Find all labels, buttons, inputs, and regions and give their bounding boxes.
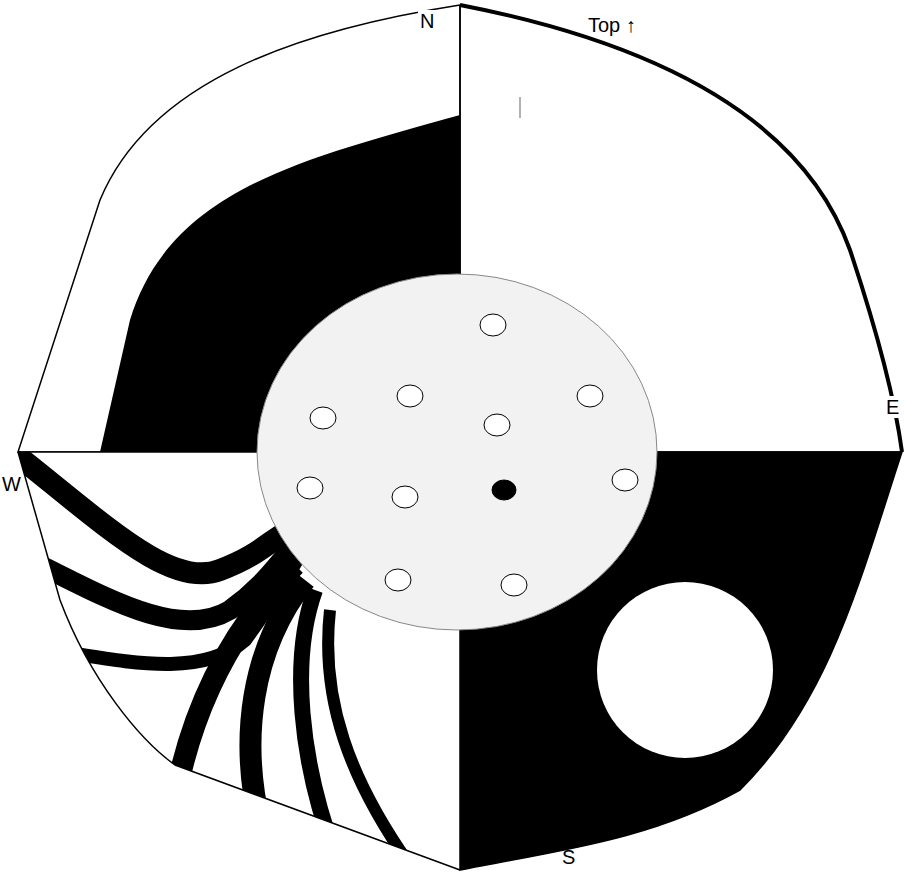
orientation-label: Top ↑ [586,14,638,36]
tick-mark [519,97,521,118]
compass-label: N [418,10,436,32]
centre-disc [257,274,657,630]
compass-label: E [884,396,901,418]
compass-label: W [0,473,23,495]
sample-dots [297,314,638,596]
se-white-disc [597,582,773,758]
compass-label: S [560,846,577,868]
